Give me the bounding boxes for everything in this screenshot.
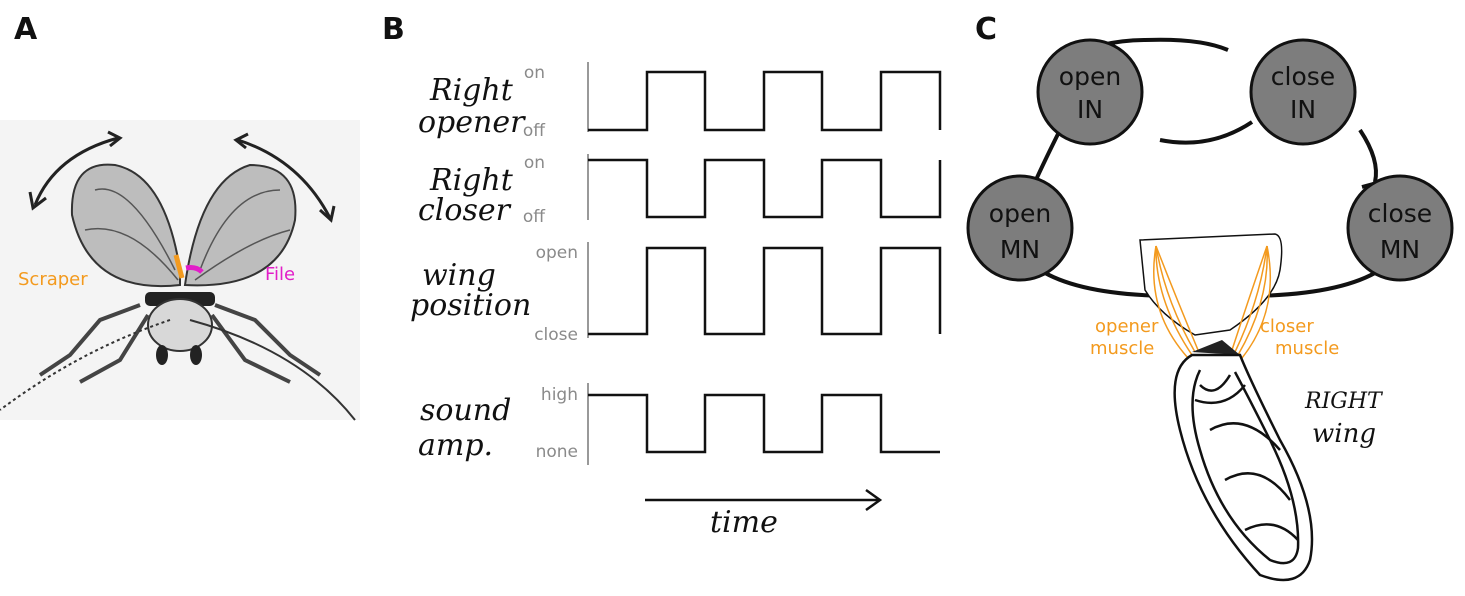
time-axis: time: [645, 488, 883, 540]
panel-label-a: A: [14, 12, 38, 47]
right-antenna: [189, 319, 356, 421]
closer-trace: [588, 158, 942, 219]
closer-on-tick: on: [524, 153, 545, 173]
open-in-neuron: open IN: [1036, 38, 1144, 146]
file-label: File: [265, 264, 295, 285]
scraper-label: Scraper: [18, 269, 88, 290]
svg-text:muscle: muscle: [1275, 338, 1339, 359]
opener-off-tick: off: [523, 121, 546, 141]
svg-text:open: open: [1059, 62, 1121, 91]
opener-trace: [588, 70, 942, 132]
opener-on-tick: on: [524, 63, 545, 83]
svg-text:opener: opener: [418, 105, 526, 140]
close-mn-neuron: close MN: [1346, 174, 1454, 282]
svg-text:MN: MN: [1000, 235, 1040, 264]
svg-text:amp.: amp.: [418, 428, 493, 463]
svg-text:open: open: [989, 199, 1051, 228]
right-wing: [183, 163, 297, 287]
scraper-mark: [173, 254, 185, 279]
circuit-diagram: open IN close IN open MN close MN opener…: [966, 37, 1454, 582]
opener-muscle: [1153, 245, 1199, 359]
closer-muscle: [1231, 245, 1272, 359]
svg-text:close: close: [1271, 62, 1335, 91]
wing-open-tick: open: [536, 243, 578, 263]
row-wing-position: wing position open close: [410, 242, 942, 345]
right-wing-drawing: [1173, 353, 1314, 582]
left-wing: [70, 163, 181, 288]
svg-text:muscle: muscle: [1090, 338, 1154, 359]
closer-off-tick: off: [523, 207, 546, 227]
close-in-to-close-mn: [1358, 128, 1378, 183]
svg-text:IN: IN: [1077, 95, 1103, 124]
time-label: time: [710, 505, 778, 540]
svg-text:wing: wing: [1312, 419, 1376, 449]
row-right-opener: Right opener on off: [418, 62, 942, 141]
svg-text:sound: sound: [420, 393, 511, 428]
cricket-illustration: Scraper File: [0, 120, 360, 421]
row-right-closer: Right closer on off: [418, 153, 942, 228]
svg-text:Right: Right: [429, 73, 514, 108]
svg-text:IN: IN: [1290, 95, 1316, 124]
cricket-head: [147, 298, 213, 352]
open-mn-neuron: open MN: [966, 174, 1074, 282]
panel-label-c: C: [975, 12, 998, 47]
close-in-neuron: close IN: [1249, 38, 1357, 146]
panel-label-b: B: [382, 12, 405, 47]
svg-text:closer: closer: [418, 193, 512, 228]
wing-position-trace: [588, 246, 942, 336]
row-sound-amp: sound amp. high none: [418, 383, 940, 465]
svg-text:position: position: [410, 288, 531, 323]
sound-none-tick: none: [536, 442, 578, 462]
left-wing-motion-arrow: [33, 136, 119, 206]
svg-text:close: close: [1368, 199, 1432, 228]
svg-text:wing: wing: [422, 258, 496, 293]
sound-amp-trace: [588, 393, 940, 454]
right-wing-motion-arrow: [237, 138, 332, 219]
open-in-to-open-mn: [1033, 129, 1062, 183]
svg-text:MN: MN: [1380, 235, 1420, 264]
left-antenna: [0, 319, 171, 411]
opener-muscle-label: opener: [1095, 316, 1159, 337]
wing-close-tick: close: [534, 325, 578, 345]
svg-text:Right: Right: [429, 163, 514, 198]
right-wing-label: RIGHT: [1304, 389, 1384, 414]
timing-diagram: Right opener on off Right closer on off …: [410, 62, 942, 540]
closer-muscle-label: closer: [1260, 316, 1314, 337]
sound-high-tick: high: [541, 385, 578, 405]
file-mark: [185, 265, 204, 274]
